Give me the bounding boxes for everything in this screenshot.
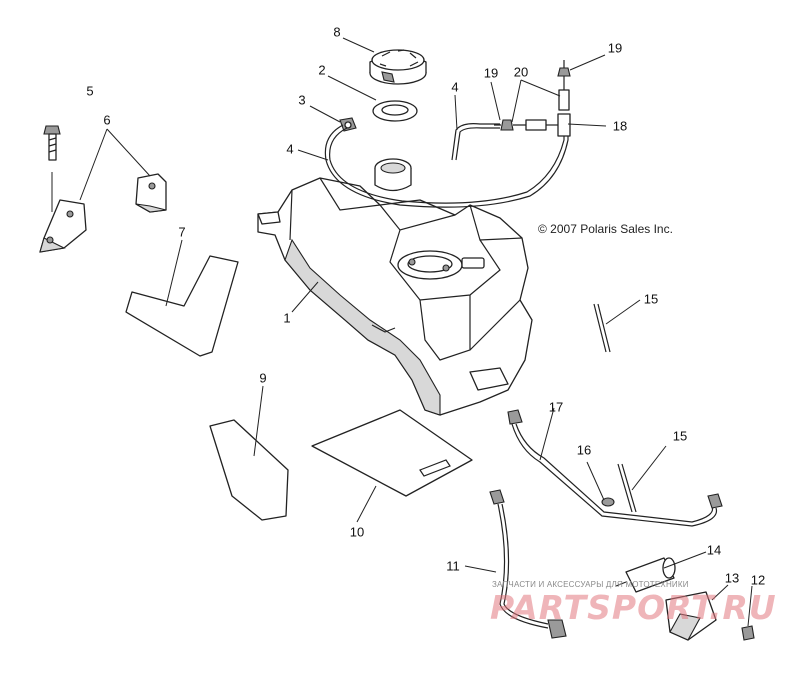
callout-19: 19 <box>607 40 623 56</box>
callout-6: 6 <box>103 112 111 128</box>
cap-gasket <box>372 100 418 122</box>
vent-hose <box>324 123 569 208</box>
callout-7: 7 <box>178 224 186 240</box>
leader-lines <box>79 37 753 627</box>
vent-fittings <box>494 60 571 137</box>
return-line <box>507 409 723 527</box>
cable-ties <box>593 303 637 513</box>
callout-17: 17 <box>548 399 564 415</box>
fuel-line <box>489 489 567 639</box>
callout-16: 16 <box>576 442 592 458</box>
callout-20: 20 <box>513 64 529 80</box>
callout-12: 12 <box>750 572 766 588</box>
callout-15: 15 <box>672 428 688 444</box>
callout-13: 13 <box>724 570 740 586</box>
callout-15: 15 <box>643 291 659 307</box>
callout-10: 10 <box>349 524 365 540</box>
callout-5: 5 <box>86 83 94 99</box>
callout-2: 2 <box>318 62 326 78</box>
fuel-filter <box>615 557 676 593</box>
tank-brackets <box>39 173 167 253</box>
callout-3: 3 <box>298 92 306 108</box>
callout-1: 1 <box>283 310 291 326</box>
grommet <box>601 497 615 507</box>
tank-pad-l <box>125 255 239 357</box>
tank-pad <box>209 419 289 521</box>
callout-8: 8 <box>333 24 341 40</box>
filter-bracket <box>665 591 717 641</box>
callout-14: 14 <box>706 542 722 558</box>
fuel-cap <box>369 49 427 85</box>
copyright-text: © 2007 Polaris Sales Inc. <box>538 222 673 236</box>
mounting-bolt <box>43 125 61 212</box>
hose-clip <box>741 625 755 641</box>
callout-9: 9 <box>259 370 267 386</box>
callout-4: 4 <box>286 141 294 157</box>
callout-18: 18 <box>612 118 628 134</box>
callout-11: 11 <box>446 558 460 574</box>
watermark-caption: ЗАПЧАСТИ И АКСЕССУАРЫ ДЛЯ МОТОТЕХНИКИ <box>492 580 689 589</box>
watermark-logo: PARTSPORT.RU <box>490 588 777 627</box>
fuel-tank <box>257 158 533 416</box>
heat-shield <box>311 409 473 497</box>
callout-4: 4 <box>451 79 459 95</box>
hose-clamp <box>339 117 357 132</box>
callout-19: 19 <box>483 65 499 81</box>
